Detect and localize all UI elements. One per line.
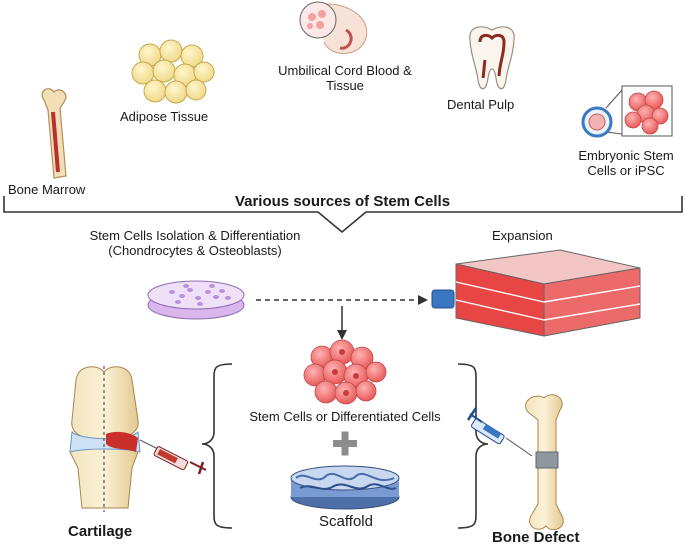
embryonic-label-line2: Cells or iPSC [587, 163, 665, 178]
umbilical-label-line2: Tissue [326, 78, 364, 93]
long-bone-icon [525, 394, 564, 531]
umbilical-cord-icon [299, 1, 368, 54]
dashed-arrow-head [418, 295, 428, 305]
knee-joint-icon [69, 366, 141, 512]
sources-heading: Various sources of Stem Cells [234, 193, 451, 210]
cell-cluster-icon [303, 339, 387, 405]
syringe-bone-icon [466, 407, 533, 457]
adipose-tissue-icon [131, 39, 215, 104]
scaffold-label: Scaffold [319, 513, 373, 530]
isolation-label-line1: Stem Cells Isolation & Differentiation [89, 228, 301, 243]
cells-label: Stem Cells or Differentiated Cells [249, 409, 441, 424]
expansion-label: Expansion [492, 228, 553, 243]
femur-bone-marrow-icon [41, 88, 67, 179]
dental-pulp-label: Dental Pulp [447, 97, 515, 112]
embryonic-label-line1: Embryonic Stem [578, 148, 674, 163]
bone-marrow-label: Bone Marrow [8, 182, 86, 197]
bone-defect-label: Bone Defect [492, 529, 580, 546]
down-arrow-head [337, 330, 347, 340]
embryonic-stem-cells-icon [581, 85, 673, 138]
isolation-label-line2: (Chondrocytes & Osteoblasts) [108, 243, 282, 258]
cartilage-label: Cartilage [68, 523, 133, 540]
left-brace [201, 363, 233, 529]
syringe-knee-icon [139, 439, 207, 475]
sources-brace [3, 196, 683, 234]
culture-flask-icon [431, 249, 641, 337]
scaffold-icon [290, 465, 400, 510]
petri-dish-icon [147, 280, 245, 320]
adipose-tissue-label: Adipose Tissue [120, 109, 209, 124]
umbilical-label-line1: Umbilical Cord Blood & [278, 63, 412, 78]
right-brace [457, 363, 489, 529]
dental-pulp-tooth-icon [469, 26, 515, 90]
plus-sign-icon [333, 431, 357, 456]
